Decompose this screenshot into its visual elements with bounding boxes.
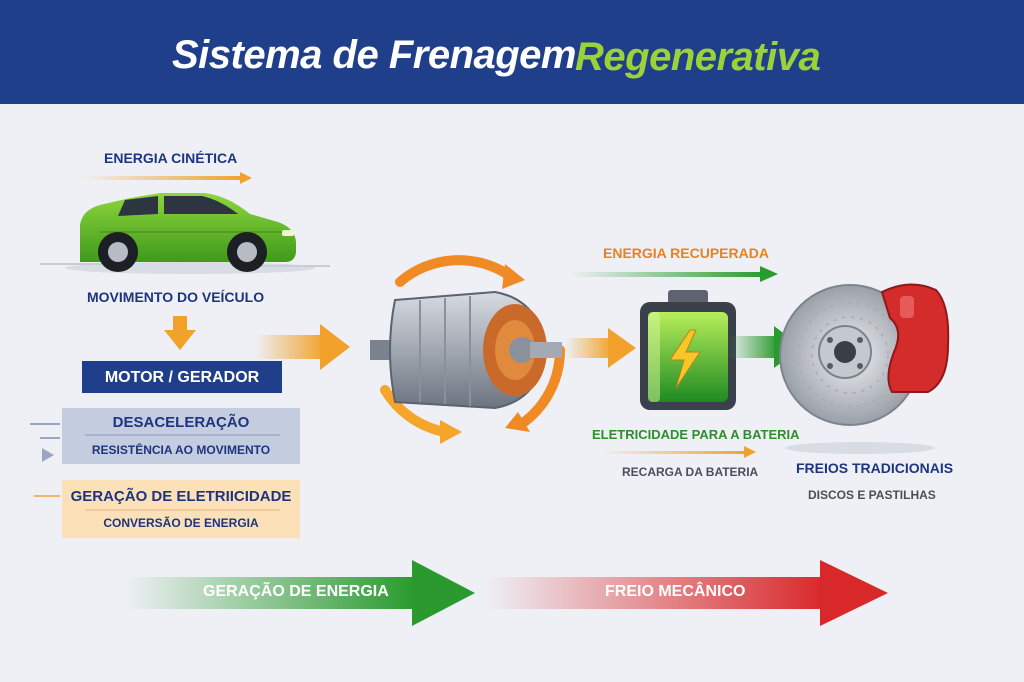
car-image (40, 193, 330, 274)
discs-pads-label: DISCOS E PASTILHAS (808, 488, 936, 502)
generation-box (34, 480, 300, 538)
arrow-to-battery (565, 328, 636, 368)
deceleration-subtitle: RESISTÊNCIA AO MOVIMENTO (91, 443, 271, 457)
title-part2: Regenerativa (575, 35, 821, 79)
battery-image (640, 290, 736, 410)
battery-recharge-label: RECARGA DA BATERIA (622, 465, 759, 479)
recharge-arrow (602, 446, 756, 458)
header-bar (0, 0, 1024, 104)
kinetic-energy-label: ENERGIA CINÉTICA (104, 150, 238, 166)
traditional-brakes-label: FREIOS TRADICIONAIS (796, 460, 954, 476)
title-part1: Sistema de Frenagem (172, 33, 577, 77)
motor-generator-box (82, 361, 282, 393)
bottom-generation-label: GERAÇÃO DE ENERGIA (203, 583, 389, 600)
deceleration-box (30, 408, 300, 464)
motor-image (370, 255, 566, 444)
deceleration-title: DESACELERAÇÃO (112, 414, 250, 431)
recovered-energy-label: ENERGIA RECUPERADA (603, 245, 769, 261)
down-arrow (164, 316, 196, 350)
kinetic-arrow (82, 172, 252, 184)
brake-disc-image (779, 283, 950, 454)
generation-title: GERAÇÃO DE ELETRIICIDADE (70, 488, 292, 505)
vehicle-movement-label: MOVIMENTO DO VEÍCULO (87, 289, 265, 305)
bottom-mechanical-label: FREIO MECÂNICO (605, 583, 746, 600)
bottom-mechanical-arrow (485, 560, 888, 626)
arrow-to-motor (255, 324, 350, 370)
generation-subtitle: CONVERSÃO DE ENERGIA (103, 516, 259, 530)
bottom-generation-arrow (125, 560, 475, 626)
recovered-arrow (570, 266, 778, 282)
electricity-to-battery-label: ELETRICIDADE PARA A BATERIA (592, 427, 800, 442)
motor-generator-label: MOTOR / GERADOR (104, 369, 260, 386)
